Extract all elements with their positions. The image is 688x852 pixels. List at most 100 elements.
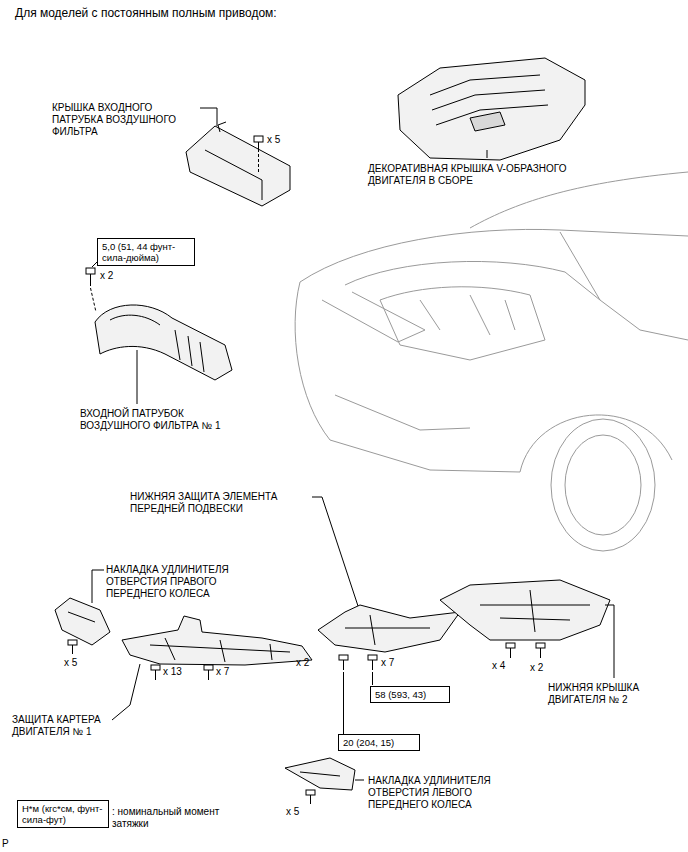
engine-under-cover-2	[440, 580, 614, 678]
front-suspension-under-cover	[345, 615, 430, 645]
left-wheel-liner	[306, 790, 315, 795]
quantity-label: x 2	[530, 662, 554, 674]
quantity-label: x 5	[267, 134, 297, 146]
car-outline	[565, 435, 641, 535]
diagram-title: Для моделей с постоянным полным приводом…	[15, 6, 277, 20]
front-suspension-under-cover	[312, 497, 460, 734]
car-outline	[560, 232, 688, 340]
car-outline	[295, 172, 688, 551]
torque-box: 20 (204, 15)	[338, 734, 420, 751]
legend-torque-box: Н*м (кгс*см, фунт-сила-фут)	[17, 800, 109, 828]
engine-cover	[470, 112, 505, 131]
bolt-symbol	[91, 288, 97, 312]
car-outline	[470, 172, 688, 228]
part-name: ВХОДНОЙ ПАТРУБОК ВОЗДУШНОГО ФИЛЬТРА № 1	[80, 408, 255, 432]
front-suspension-under-cover	[343, 660, 344, 670]
front-suspension-under-cover	[312, 497, 358, 606]
bolt-symbol	[86, 268, 95, 274]
air-cleaner-inlet	[95, 305, 232, 404]
engine-under-cover-1	[112, 664, 140, 720]
part-name: НАКЛАДКА УДЛИНИТЕЛЯ ОТВЕРСТИЯ ЛЕВОГО ПЕР…	[368, 775, 523, 811]
air-cleaner-inlet	[110, 315, 160, 325]
air-cleaner-inlet	[137, 350, 138, 404]
air-cleaner-inlet-cover	[218, 122, 226, 132]
bolt-symbol	[254, 136, 263, 172]
right-wheel-liner	[72, 645, 73, 654]
torque-box: 5,0 (51, 44 фунт-сила-дюйма)	[97, 238, 195, 266]
car-outline	[520, 415, 672, 472]
engine-under-cover-1	[208, 670, 209, 680]
engine-under-cover-2	[536, 643, 545, 648]
torque-value: 20 (204, 15)	[343, 737, 415, 748]
engine-under-cover-1	[122, 616, 312, 665]
right-wheel-liner	[55, 570, 110, 654]
air-cleaner-inlet	[95, 305, 232, 380]
quantity-label: x 4	[492, 660, 508, 672]
engine-under-cover-2	[510, 648, 511, 658]
figure-code: P	[2, 838, 18, 850]
car-outline	[380, 287, 545, 360]
part-name: : номинальный момент затяжки	[112, 806, 237, 830]
bolt-symbol	[254, 136, 263, 142]
air-cleaner-inlet-cover	[205, 150, 262, 200]
quantity-label: x 5	[64, 657, 94, 669]
right-wheel-liner	[68, 612, 95, 622]
bolt-symbol	[258, 142, 259, 152]
front-suspension-under-cover	[339, 655, 348, 660]
left-wheel-liner	[300, 772, 340, 776]
engine-under-cover-2	[540, 648, 541, 658]
right-wheel-liner	[68, 640, 77, 645]
left-wheel-liner	[285, 758, 355, 790]
left-wheel-liner	[355, 780, 364, 781]
front-suspension-under-cover	[318, 605, 460, 652]
car-outline	[551, 419, 655, 551]
air-cleaner-inlet-cover	[186, 108, 290, 206]
torque-value: 58 (593, 43)	[375, 689, 445, 700]
front-suspension-under-cover	[343, 672, 344, 734]
engine-under-cover-1	[150, 638, 290, 662]
car-outline	[322, 292, 425, 342]
engine-under-cover-1	[204, 665, 213, 670]
bolt-symbol	[90, 274, 91, 286]
air-cleaner-inlet-cover	[200, 108, 217, 126]
quantity-label: x 5	[286, 806, 316, 818]
engine-under-cover-2	[506, 643, 515, 648]
front-suspension-under-cover	[372, 660, 373, 670]
part-name: ДЕКОРАТИВНАЯ КРЫШКА V-ОБРАЗНОГО ДВИГАТЕЛ…	[368, 163, 618, 187]
torque-value: 5,0 (51, 44 фунт-сила-дюйма)	[102, 241, 190, 263]
part-name: ЗАЩИТА КАРТЕРА ДВИГАТЕЛЯ № 1	[12, 714, 112, 738]
right-wheel-liner	[55, 598, 110, 645]
car-outline	[295, 282, 520, 472]
engine-under-cover-2	[480, 590, 590, 632]
part-name: КРЫШКА ВХОДНОГО ПАТРУБКА ВОЗДУШНОГО ФИЛЬ…	[52, 102, 197, 138]
engine-cover	[398, 58, 585, 160]
part-name: НИЖНЯЯ КРЫШКА ДВИГАТЕЛЯ № 2	[548, 682, 683, 706]
engine-under-cover-2	[605, 605, 614, 678]
car-outline	[300, 229, 688, 282]
front-suspension-under-cover	[368, 655, 377, 660]
engine-under-cover-1	[155, 670, 156, 680]
torque-box: 58 (593, 43)	[370, 686, 450, 703]
right-wheel-liner	[92, 570, 104, 603]
left-wheel-liner	[310, 795, 311, 804]
quantity-label: x 7	[381, 657, 411, 669]
bolt-symbol	[86, 262, 97, 312]
engine-under-cover-1	[112, 616, 312, 720]
air-cleaner-inlet	[175, 330, 204, 372]
torque-value: Н*м (кгс*см, фунт-сила-фут)	[22, 803, 104, 825]
bolt-symbol	[258, 154, 259, 172]
engine-cover	[487, 150, 488, 158]
car-outline	[420, 295, 515, 335]
engine-under-cover-1	[151, 665, 160, 670]
engine-under-cover-2	[440, 580, 610, 640]
quantity-label: x 2	[100, 270, 130, 282]
quantity-label: x 13	[163, 666, 197, 678]
engine-cover	[398, 58, 585, 160]
part-name: НИЖНЯЯ ЗАЩИТА ЭЛЕМЕНТА ПЕРЕДНЕЙ ПОДВЕСКИ	[130, 491, 308, 515]
quantity-label: x 7	[216, 666, 246, 678]
car-outline	[335, 395, 470, 430]
left-wheel-liner	[285, 758, 364, 804]
front-suspension-under-cover	[372, 672, 373, 685]
car-outline	[345, 261, 600, 300]
